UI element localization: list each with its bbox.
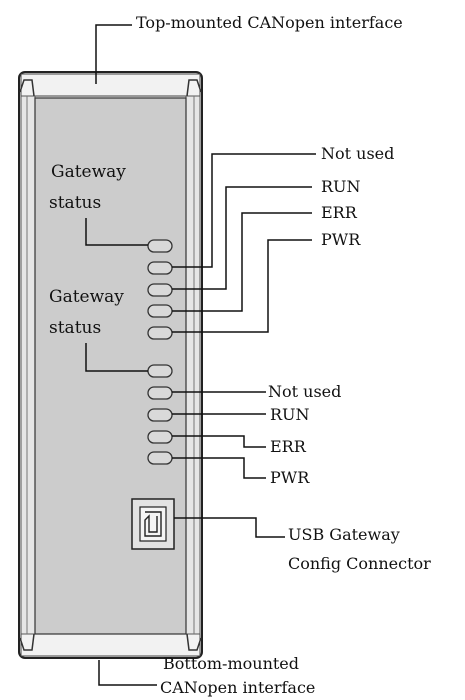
led-upper-run (147, 283, 173, 297)
upper-err-label: ERR (321, 203, 357, 222)
led-upper-pwr (147, 326, 173, 340)
led-status-2 (147, 364, 173, 378)
bottom-interface-line1: Bottom-mounted (163, 654, 300, 673)
led-status-1 (147, 239, 173, 253)
leader-usb (174, 517, 285, 538)
led-lower-err (147, 430, 173, 444)
upper-pwr-label: PWR (321, 230, 361, 249)
top-interface-label: Top-mounted CANopen interface (136, 13, 403, 32)
bottom-right-clip (186, 633, 202, 651)
leader-upper-pwr (172, 239, 312, 333)
leader-gateway-status-1 (85, 218, 148, 246)
leader-lines (85, 24, 316, 686)
led-upper-not-used (147, 261, 173, 275)
bottom-cap (20, 633, 201, 657)
gateway-status-1-line2: status (49, 193, 102, 213)
bottom-left-clip (19, 633, 35, 651)
leader-lower-err (172, 435, 266, 448)
top-left-clip (19, 79, 35, 97)
gateway-status-1-line1: Gateway (51, 162, 126, 182)
leader-bottom-interface (98, 660, 157, 686)
upper-not-used-label: Not used (321, 144, 395, 163)
leader-upper-err (172, 212, 312, 312)
leader-lower-pwr (172, 457, 266, 479)
lower-run-label: RUN (270, 405, 310, 424)
usb-label-line1: USB Gateway (288, 525, 400, 544)
lower-not-used-label: Not used (268, 382, 342, 401)
top-right-clip (186, 79, 202, 97)
led-lower-not-used (147, 386, 173, 400)
gateway-status-2-line1: Gateway (49, 287, 124, 307)
lower-pwr-label: PWR (270, 468, 310, 487)
leader-upper-run (172, 186, 312, 290)
bottom-interface-line2: CANopen interface (160, 678, 316, 697)
leader-gateway-status-2 (85, 343, 148, 372)
lower-err-label: ERR (270, 437, 306, 456)
led-upper-err (147, 304, 173, 318)
leader-upper-not-used (172, 153, 316, 268)
top-cap (20, 73, 201, 97)
upper-run-label: RUN (321, 177, 361, 196)
led-lower-run (147, 408, 173, 422)
leader-top-interface (95, 24, 132, 84)
usb-connector (131, 498, 175, 550)
led-column (147, 239, 173, 465)
right-rail (185, 95, 201, 635)
usb-label-line2: Config Connector (288, 554, 431, 573)
led-lower-pwr (147, 451, 173, 465)
left-rail (20, 95, 36, 635)
gateway-status-2-line2: status (49, 318, 102, 338)
